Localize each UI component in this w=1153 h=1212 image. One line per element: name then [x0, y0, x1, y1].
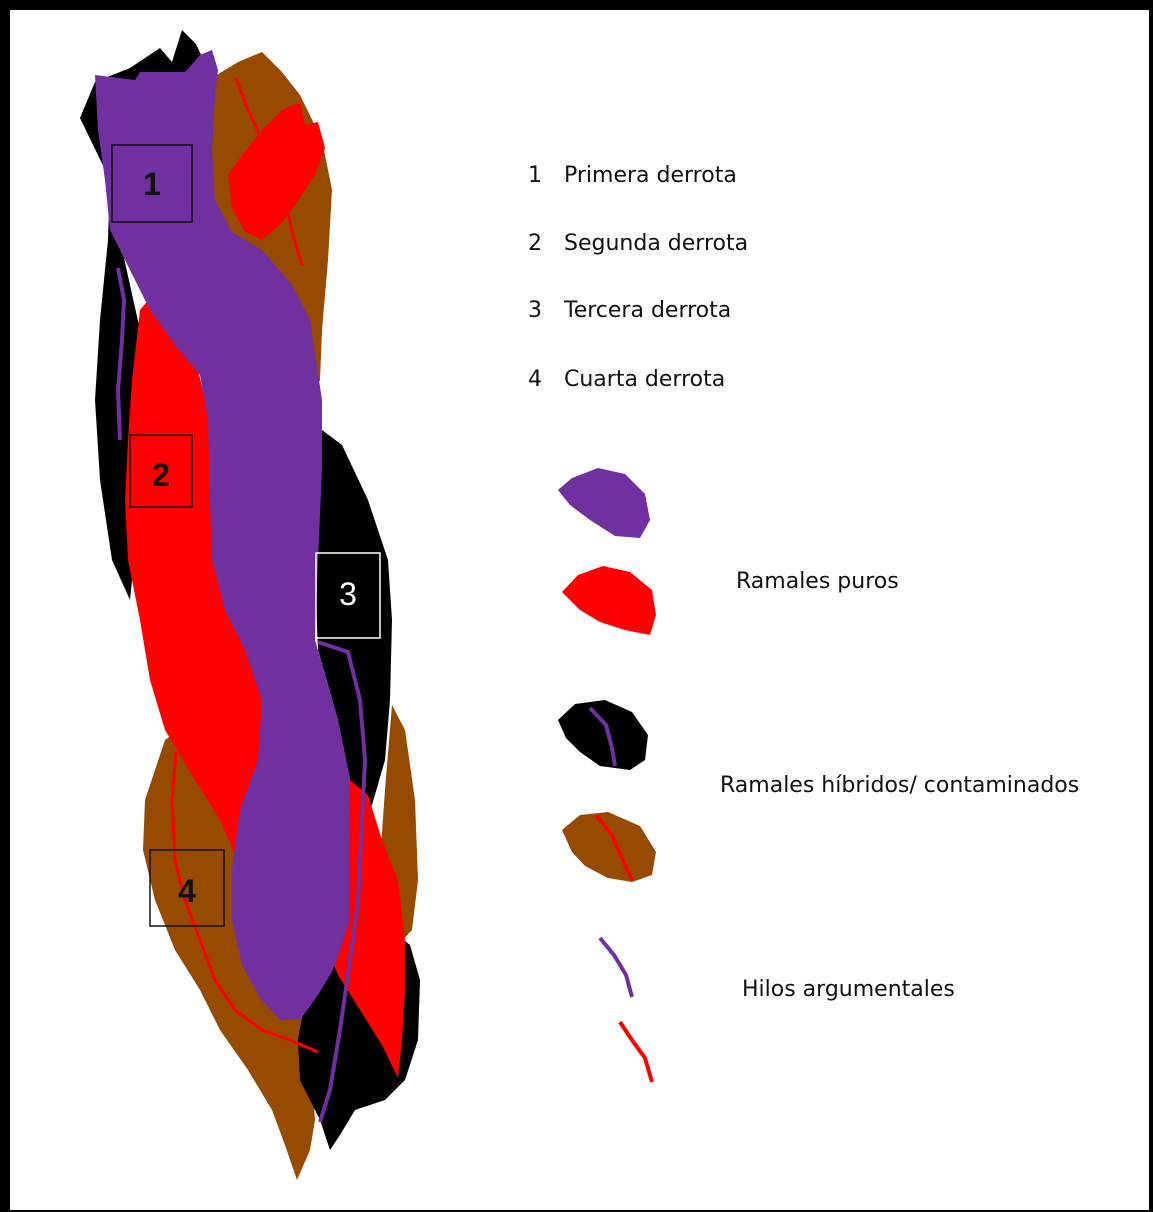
legend-thread-red — [620, 1022, 652, 1082]
legend-swatch-red — [562, 566, 656, 635]
marker-2-number: 2 — [152, 457, 170, 493]
list-item-2-number: 2 — [528, 231, 542, 256]
legend-thread-purple — [600, 938, 632, 997]
legend-swatch-purple — [558, 468, 650, 538]
legend-swatch-brown — [562, 812, 656, 882]
list-item-1-text: Primera derrota — [564, 163, 737, 188]
marker-4-number: 4 — [178, 873, 196, 909]
legend-label-hilos: Hilos argumentales — [742, 977, 955, 1002]
legend-swatch-black — [558, 700, 648, 770]
marker-3-number: 3 — [339, 576, 357, 612]
list-item-1-number: 1 — [528, 163, 542, 188]
list-item-4-text: Cuarta derrota — [564, 367, 725, 392]
list-item-3-number: 3 — [528, 298, 542, 323]
marker-1-number: 1 — [143, 166, 161, 202]
list-item-4-number: 4 — [528, 367, 542, 392]
list-item-2-text: Segunda derrota — [564, 231, 748, 256]
legend-label-puros: Ramales puros — [736, 569, 899, 594]
list-item-3-text: Tercera derrota — [563, 298, 731, 323]
defeat-list: 1 Primera derrota 2 Segunda derrota 3 Te… — [528, 163, 748, 392]
legend-label-hibridos: Ramales híbridos/ contaminados — [720, 773, 1079, 798]
